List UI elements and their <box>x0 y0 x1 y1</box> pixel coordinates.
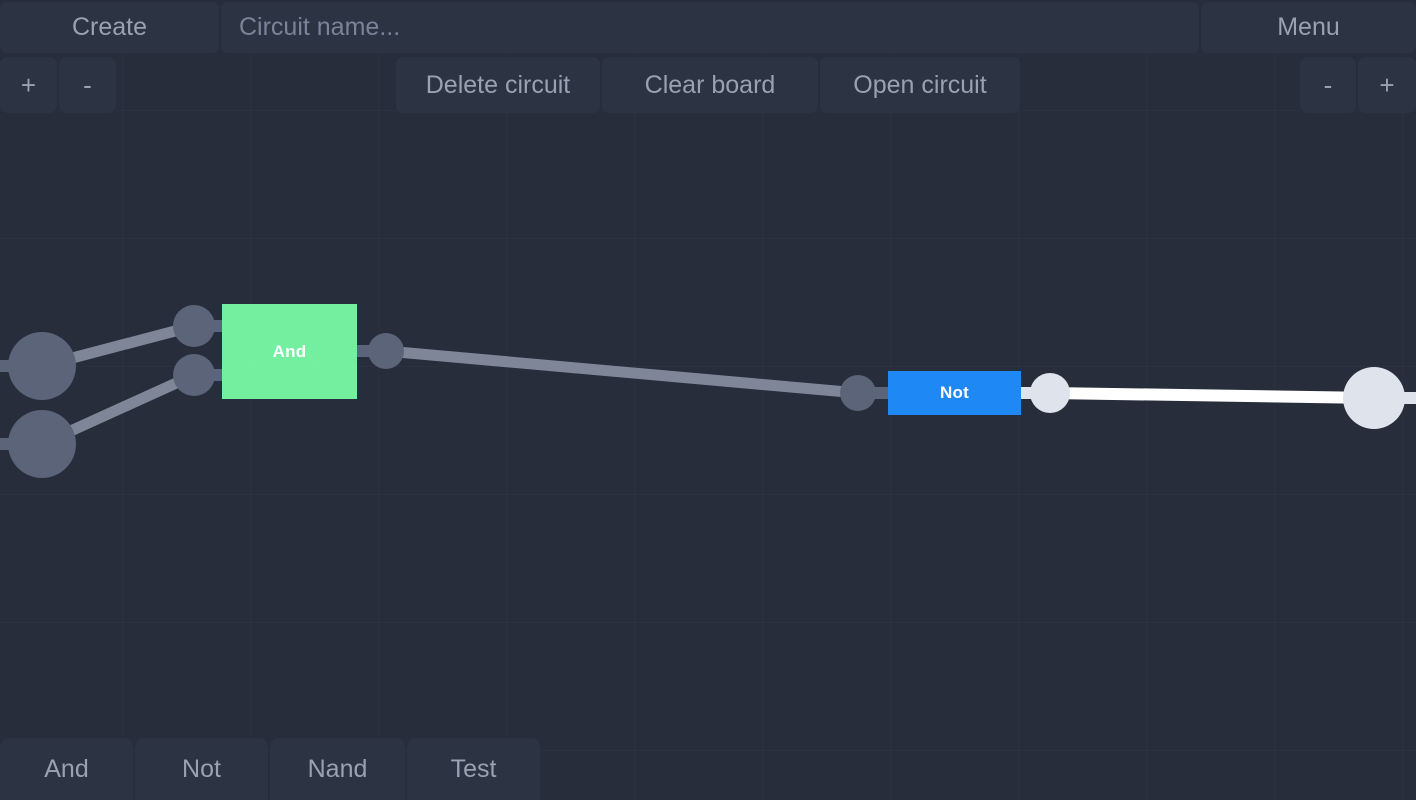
gate-label: Not <box>940 383 969 402</box>
node-and-in-1[interactable] <box>173 305 215 347</box>
secondary-toolbar: + - Delete circuit Clear board Open circ… <box>0 57 1416 113</box>
palette-item-not[interactable]: Not <box>135 738 268 800</box>
node-not-out[interactable] <box>1030 373 1070 413</box>
delete-circuit-button[interactable]: Delete circuit <box>396 57 600 113</box>
node-in-a[interactable] <box>8 332 76 400</box>
gate-not[interactable]: Not <box>888 371 1021 415</box>
palette-item-test[interactable]: Test <box>407 738 540 800</box>
menu-button[interactable]: Menu <box>1201 2 1416 53</box>
add-input-button[interactable]: + <box>0 57 57 113</box>
create-button[interactable]: Create <box>0 2 219 53</box>
node-and-out[interactable] <box>368 333 404 369</box>
node-out-final[interactable] <box>1343 367 1405 429</box>
gate-and[interactable]: And <box>222 304 357 399</box>
palette-item-nand[interactable]: Nand <box>270 738 405 800</box>
wire-not-out-to-out-final[interactable] <box>1049 387 1375 404</box>
top-toolbar: Create Menu <box>0 0 1416 55</box>
wire-and-out-to-not-in[interactable] <box>385 345 859 399</box>
circuit-name-input[interactable] <box>221 2 1199 53</box>
node-in-b[interactable] <box>8 410 76 478</box>
clear-board-button[interactable]: Clear board <box>602 57 818 113</box>
palette-item-and[interactable]: And <box>0 738 133 800</box>
open-circuit-button[interactable]: Open circuit <box>820 57 1020 113</box>
zoom-out-button[interactable]: - <box>1300 57 1356 113</box>
node-and-in-2[interactable] <box>173 354 215 396</box>
node-not-in[interactable] <box>840 375 876 411</box>
zoom-in-button[interactable]: + <box>1358 57 1416 113</box>
gate-label: And <box>272 341 307 361</box>
remove-input-button[interactable]: - <box>59 57 116 113</box>
